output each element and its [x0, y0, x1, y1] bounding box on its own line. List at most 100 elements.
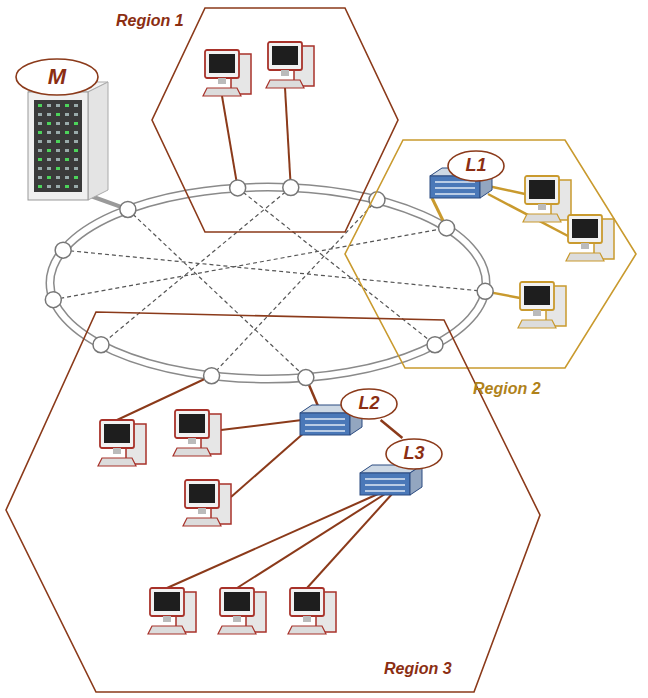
network-wire: [307, 494, 392, 588]
switch-stripe: [435, 187, 475, 189]
ring-node: [230, 180, 246, 196]
pc-stand: [303, 616, 311, 622]
ring-node: [298, 370, 314, 386]
server-light: [56, 158, 60, 161]
server-light: [65, 140, 69, 143]
pc-stand: [538, 204, 546, 210]
node-label: M: [48, 65, 66, 89]
server-light: [47, 149, 51, 152]
server-light: [74, 158, 78, 161]
region-label: Region 1: [116, 12, 184, 30]
server-side: [88, 82, 108, 200]
pc-screen: [529, 180, 555, 199]
server-light: [47, 104, 51, 107]
network-wire: [222, 96, 238, 188]
computer-icon: [518, 282, 566, 328]
server-light: [74, 167, 78, 170]
pc-stand: [113, 448, 121, 454]
pc-stand: [233, 616, 241, 622]
server-light: [56, 140, 60, 143]
server-light: [47, 113, 51, 116]
pc-stand: [163, 616, 171, 622]
node-label: L1: [465, 156, 486, 176]
dashed-link: [128, 209, 306, 377]
switch-front: [360, 473, 410, 495]
server-light: [65, 131, 69, 134]
server-light: [38, 176, 42, 179]
ring-node: [93, 337, 109, 353]
hexagon-outline: [150, 6, 400, 234]
ring-node: [283, 180, 299, 196]
leader-node-label: L1: [447, 150, 505, 182]
server-light: [56, 122, 60, 125]
pc-monitor: [185, 480, 219, 508]
server-light: [38, 122, 42, 125]
pc-keyboard: [148, 626, 186, 634]
pc-monitor: [290, 588, 324, 616]
ring-node: [477, 283, 493, 299]
ring-node: [204, 368, 220, 384]
pc-keyboard: [183, 518, 221, 526]
node-label: L3: [403, 444, 424, 464]
server-light: [38, 167, 42, 170]
server-icon: [28, 82, 108, 200]
region-hexagon: L2L3Region 3: [4, 310, 544, 694]
server-light: [74, 185, 78, 188]
pc-screen: [104, 424, 130, 443]
computer-icon: [173, 410, 221, 456]
pc-keyboard: [566, 253, 604, 261]
server-front: [28, 92, 88, 200]
pc-screen: [189, 484, 215, 503]
pc-stand: [198, 508, 206, 514]
server-light: [38, 131, 42, 134]
pc-stand: [188, 438, 196, 444]
computer-icon: [98, 420, 146, 466]
master-node-label: M: [15, 58, 99, 96]
pc-screen: [524, 286, 550, 305]
pc-keyboard: [266, 80, 304, 88]
switch-stripe: [305, 424, 345, 426]
ring-node: [369, 192, 385, 208]
dashed-link: [53, 228, 446, 300]
switch-front: [300, 413, 350, 435]
ring-node: [439, 220, 455, 236]
network-wire: [221, 420, 302, 430]
server-light: [38, 185, 42, 188]
server-light: [74, 149, 78, 152]
network-wire: [488, 186, 525, 194]
computer-icon: [148, 588, 196, 634]
pc-monitor: [175, 410, 209, 438]
server-light: [74, 131, 78, 134]
pc-screen: [294, 592, 320, 611]
pc-stand: [218, 78, 226, 84]
pc-keyboard: [173, 448, 211, 456]
switch-link: [381, 420, 403, 438]
ring-node: [120, 201, 136, 217]
region-label: Region 3: [384, 660, 452, 678]
pc-stand: [281, 70, 289, 76]
server-light: [56, 167, 60, 170]
switch-stripe: [365, 478, 405, 480]
server-light: [74, 122, 78, 125]
server-light: [47, 122, 51, 125]
region-border: [152, 8, 398, 232]
pc-monitor: [220, 588, 254, 616]
region-label: Region 2: [473, 380, 541, 398]
server-light: [56, 185, 60, 188]
server-light: [56, 176, 60, 179]
region-border: [6, 312, 540, 692]
network-wire: [167, 494, 378, 588]
pc-stand: [533, 310, 541, 316]
server-light: [65, 113, 69, 116]
node-label: L2: [358, 394, 379, 414]
server-light: [65, 104, 69, 107]
server-light: [38, 149, 42, 152]
switch-stripe: [305, 418, 345, 420]
leader-node-label: L3: [385, 438, 443, 470]
pc-monitor: [525, 176, 559, 204]
dashed-link: [212, 200, 377, 376]
pc-stand: [581, 243, 589, 249]
pc-monitor: [568, 215, 602, 243]
ring-node: [55, 242, 71, 258]
ring-outer: [50, 187, 486, 379]
